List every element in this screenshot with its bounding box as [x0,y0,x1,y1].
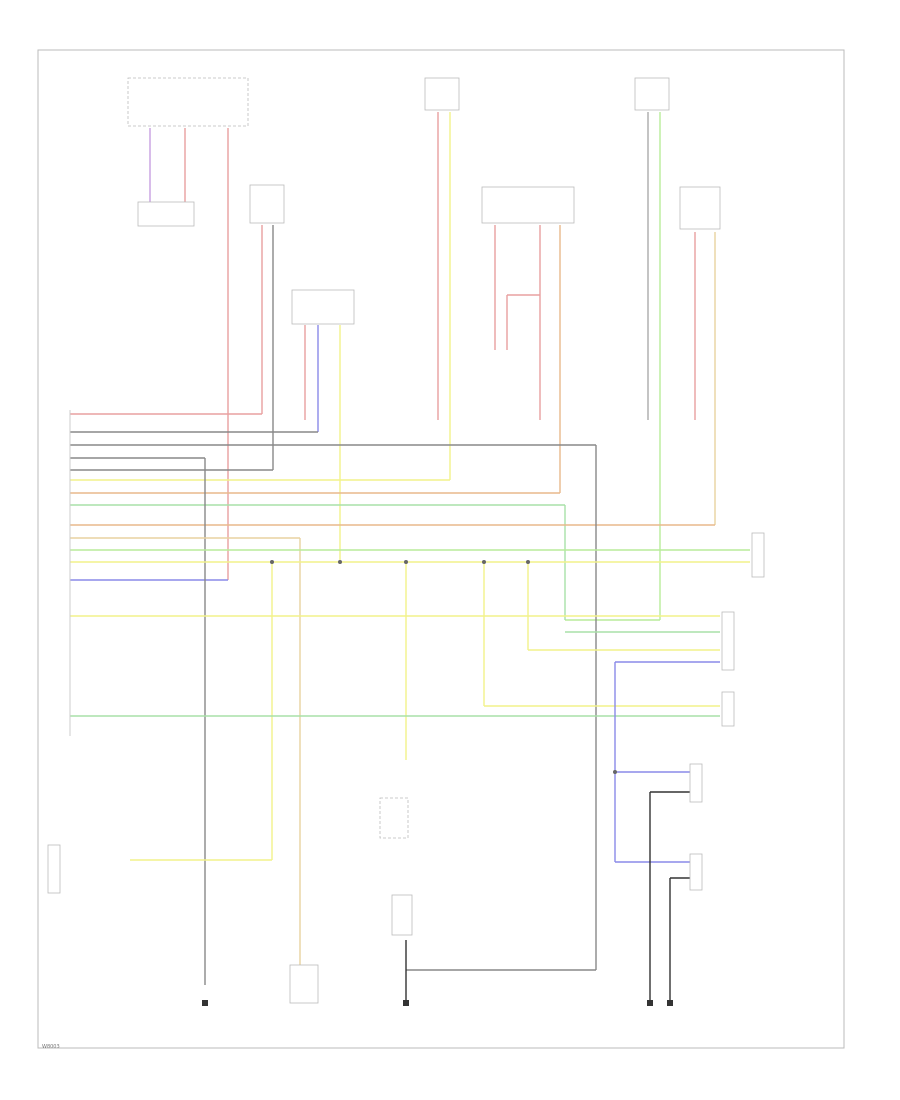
fuse-box [127,77,249,127]
bottom-center-device [289,964,319,1004]
components [47,77,765,1004]
right-connector-1 [751,532,765,578]
ground-icon [667,1000,673,1006]
footer-code: W8003 [42,1044,60,1050]
ground-symbols [202,1000,673,1006]
wire-harness [70,112,750,1000]
right-module-2 [679,186,721,230]
splice-dot [482,560,486,564]
door-lock-actuator-1 [689,763,703,803]
splice-points [270,560,617,774]
center-switch [379,797,409,839]
right-connector-3 [721,691,735,727]
ground-icon [202,1000,208,1006]
airbag-module [137,201,195,227]
right-connector-2 [721,611,735,671]
diagram-frame [37,49,845,1049]
splice-dot [338,560,342,564]
security-module [249,184,285,224]
ignition-switch [391,894,413,936]
keyless-receiver [291,289,355,325]
lower-left-connector [47,844,61,894]
top-right-module [634,77,670,111]
door-lock-actuator-2 [689,853,703,891]
splice-dot [404,560,408,564]
splice-dot [613,770,617,774]
ground-icon [403,1000,409,1006]
splice-dot [270,560,274,564]
upper-center-module [424,77,460,111]
splice-dot [526,560,530,564]
ground-icon [647,1000,653,1006]
right-center-module [481,186,575,224]
